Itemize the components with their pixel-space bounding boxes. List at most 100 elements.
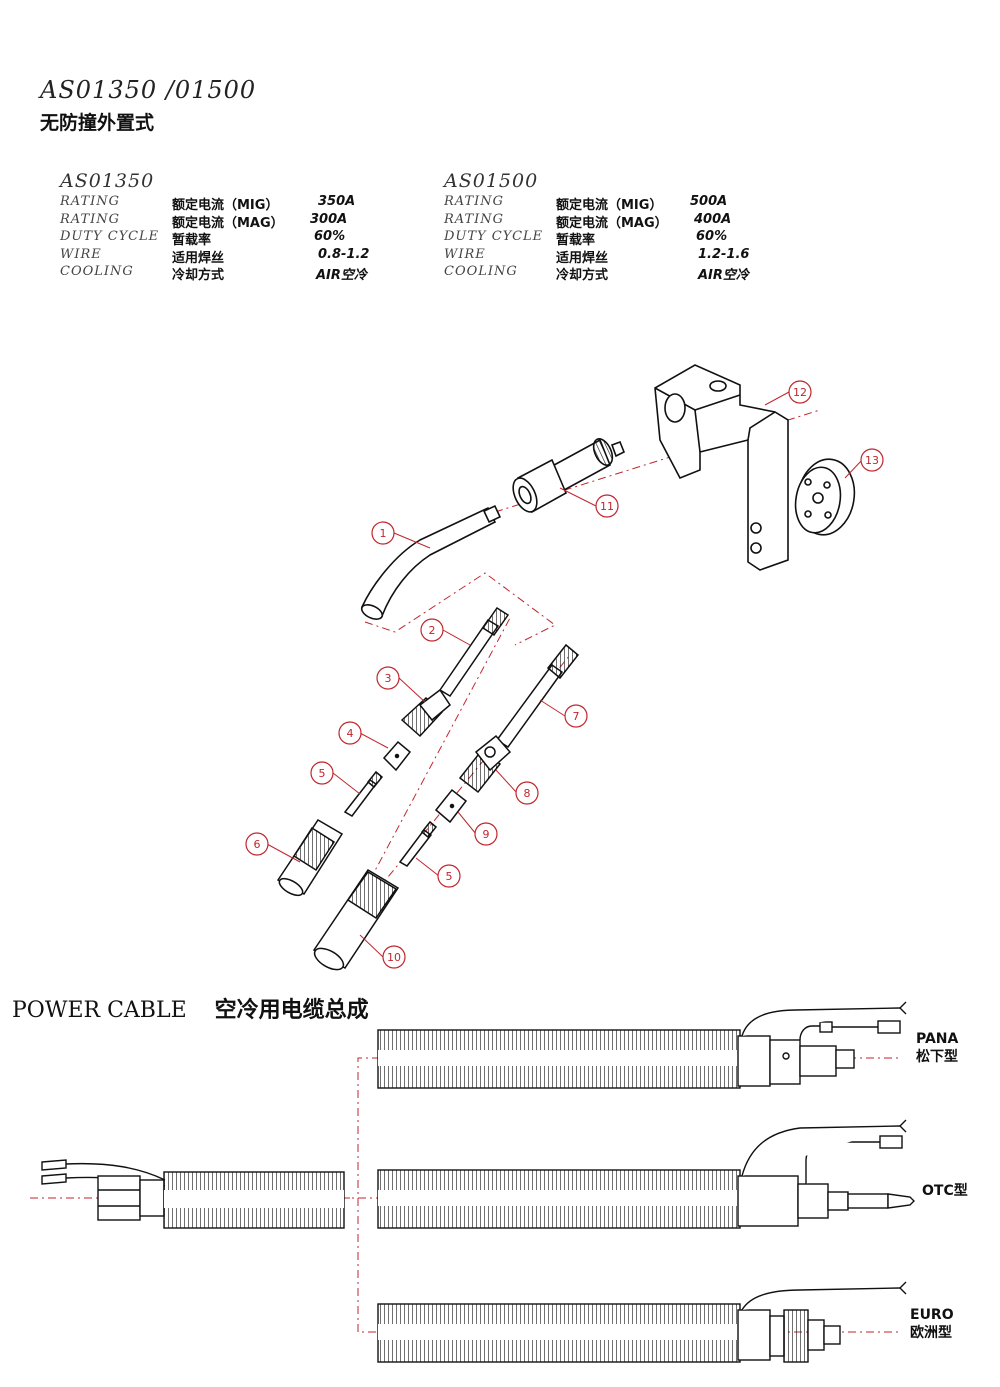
- nozzle-adapter-3: [400, 688, 451, 738]
- spec-row: RATING 额定电流（MIG） 350A: [60, 194, 420, 213]
- cable-euro-connector: [737, 1281, 907, 1363]
- svg-text:13: 13: [865, 454, 879, 467]
- spec-label-cn: 额定电流（MAG）: [556, 215, 668, 231]
- connector-name: EURO: [910, 1307, 954, 1323]
- svg-text:6: 6: [254, 838, 261, 851]
- spec-row: COOLING 冷却方式 AIR空冷: [444, 264, 804, 283]
- nozzle-6: [276, 818, 344, 897]
- cable-left-end: [41, 1159, 166, 1221]
- page-title: AS01350 /01500: [40, 76, 257, 104]
- connector-label-euro: EURO 欧洲型: [910, 1306, 954, 1342]
- spec-label: RATING: [444, 194, 505, 209]
- callout-6: 6: [245, 832, 269, 856]
- page-subtitle: 无防撞外置式: [40, 112, 155, 134]
- spec-block-as01350: AS01350 RATING 额定电流（MIG） 350A RATING 额定电…: [60, 170, 420, 283]
- spec-label-cn: 暂载率: [556, 233, 596, 248]
- svg-text:2: 2: [429, 624, 436, 637]
- spec-model-name: AS01350: [60, 170, 155, 192]
- nozzle-adapter-8: [458, 734, 512, 794]
- cable-left-hose: [163, 1171, 345, 1229]
- connector-label-pana: PANA 松下型: [916, 1030, 958, 1066]
- connector-name: PANA: [916, 1031, 959, 1047]
- spec-row: RATING 额定电流（MAG） 400A: [444, 211, 804, 231]
- spec-label: RATING: [444, 211, 505, 227]
- callout-13: 13: [860, 448, 884, 472]
- callout-4: 4: [338, 721, 362, 745]
- callout-leaders: [266, 391, 863, 958]
- nozzle-10: [312, 868, 400, 971]
- spec-row: WIRE 适用焊丝 0.8-1.2: [60, 246, 420, 266]
- callout-8: 8: [515, 781, 539, 805]
- spec-label-cn: 暂载率: [172, 233, 212, 248]
- spec-label: DUTY CYCLE: [444, 229, 544, 244]
- power-cable-heading: POWER CABLE 空冷用电缆总成: [12, 992, 369, 1024]
- svg-text:10: 10: [387, 951, 401, 964]
- spec-row: DUTY CYCLE 暂载率 60%: [60, 229, 420, 248]
- svg-text:8: 8: [524, 787, 531, 800]
- power-cable-title-en: POWER CABLE: [12, 998, 187, 1023]
- spec-label-cn: 额定电流（MAG）: [172, 215, 284, 231]
- svg-text:1: 1: [380, 527, 387, 540]
- spec-label-cn: 额定电流（MIG）: [172, 198, 279, 213]
- spec-row: RATING 额定电流（MIG） 500A: [444, 194, 804, 213]
- diffuser-4: [382, 740, 412, 772]
- connector-name-cn: 欧洲型: [910, 1325, 952, 1341]
- spec-label: COOLING: [60, 264, 134, 279]
- spec-label: RATING: [60, 194, 121, 209]
- callout-9: 9: [474, 822, 498, 846]
- spec-label: COOLING: [444, 264, 518, 279]
- spec-label-cn: 适用焊丝: [556, 250, 609, 266]
- svg-text:9: 9: [483, 828, 490, 841]
- callout-1: 1: [371, 521, 395, 545]
- spec-label-cn: 额定电流（MIG）: [556, 198, 663, 213]
- svg-text:7: 7: [573, 710, 580, 723]
- callout-circles: 1 2 3 4 5 6 7 8 9 5 10 11 12 13: [245, 380, 884, 969]
- cable-pana-hose: [377, 1029, 741, 1089]
- spec-value: 500A: [690, 194, 728, 209]
- tube-part-2: [438, 606, 510, 698]
- spec-value: 60%: [314, 229, 346, 244]
- spec-row: WIRE 适用焊丝 1.2-1.6: [444, 246, 804, 266]
- cable-otc-connector: [737, 1119, 915, 1227]
- rear-body: [512, 438, 626, 514]
- callout-7: 7: [564, 704, 588, 728]
- cable-pana-connector: [737, 1001, 907, 1087]
- spec-row: COOLING 冷却方式 AIR空冷: [60, 264, 420, 283]
- spec-value: 400A: [694, 211, 732, 227]
- insulating-disc: [794, 458, 856, 536]
- callout-10: 10: [382, 945, 406, 969]
- svg-text:12: 12: [793, 386, 807, 399]
- cable-otc-hose: [377, 1169, 741, 1229]
- callout-5b: 5: [437, 864, 461, 888]
- power-cable-title-cn: 空冷用电缆总成: [214, 998, 369, 1023]
- spec-value: 0.8-1.2: [318, 246, 370, 262]
- svg-text:5: 5: [319, 767, 326, 780]
- callout-11: 11: [595, 494, 619, 518]
- spec-value: 300A: [310, 211, 348, 227]
- spec-label: WIRE: [444, 246, 486, 262]
- svg-text:11: 11: [600, 500, 614, 513]
- callout-5a: 5: [310, 761, 334, 785]
- spec-row: DUTY CYCLE 暂载率 60%: [444, 229, 804, 248]
- spec-label: DUTY CYCLE: [60, 229, 160, 244]
- spec-row: RATING 额定电流（MAG） 300A: [60, 211, 420, 231]
- tube-part-7: [495, 643, 580, 749]
- mounting-bracket: [654, 364, 789, 571]
- spec-label: WIRE: [60, 246, 102, 262]
- spec-value: 350A: [318, 194, 356, 209]
- callout-12: 12: [788, 380, 812, 404]
- spec-value: 1.2-1.6: [698, 246, 750, 262]
- spec-value: AIR空冷: [698, 268, 749, 283]
- contact-tip-5b: [398, 820, 438, 867]
- spec-block-as01500: AS01500 RATING 额定电流（MIG） 500A RATING 额定电…: [444, 170, 804, 283]
- svg-text:4: 4: [347, 727, 354, 740]
- svg-text:3: 3: [385, 672, 392, 685]
- spec-label-cn: 冷却方式: [172, 268, 225, 283]
- connector-name: OTC型: [922, 1183, 968, 1199]
- callout-2: 2: [420, 618, 444, 642]
- spec-model-name: AS01500: [444, 170, 539, 192]
- cable-euro-hose: [377, 1303, 741, 1363]
- spec-value: AIR空冷: [316, 268, 367, 283]
- connector-label-otc: OTC型: [922, 1182, 968, 1200]
